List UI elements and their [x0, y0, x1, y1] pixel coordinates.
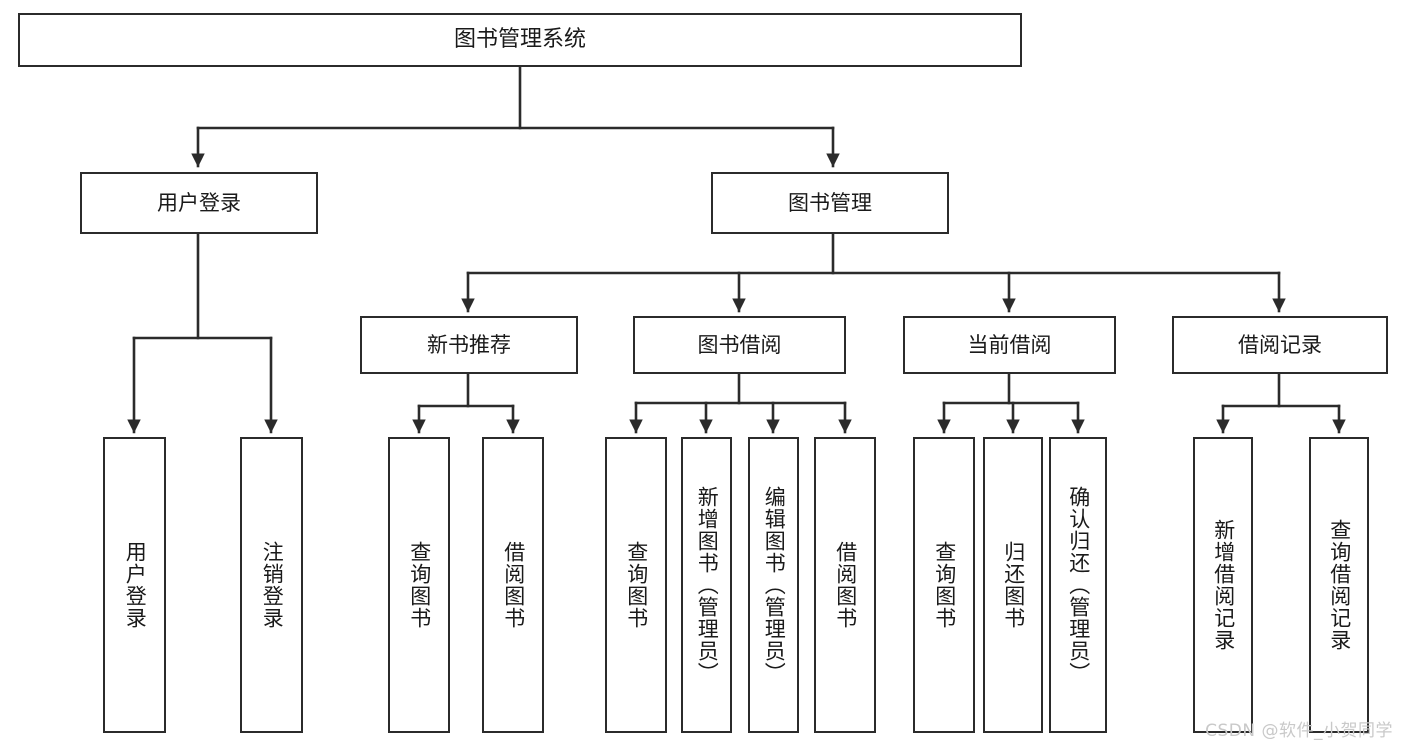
node-current-borrowing[interactable]: 当前借阅 [903, 316, 1116, 374]
node-label: 图书管理系统 [453, 27, 586, 53]
node-label: 借阅图书 [833, 541, 858, 629]
node-label: 新增借阅记录 [1211, 519, 1236, 651]
node-label: 确认归还（管理员） [1066, 486, 1091, 684]
node-book-management[interactable]: 图书管理 [711, 172, 949, 234]
node-root-library-system[interactable]: 图书管理系统 [18, 13, 1022, 67]
node-label: 查询图书 [932, 541, 957, 629]
node-label: 借阅记录 [1238, 332, 1322, 357]
node-book-borrowing[interactable]: 图书借阅 [633, 316, 846, 374]
csdn-watermark: CSDN @软件_小贺同学 [1205, 721, 1393, 741]
node-label: 借阅图书 [501, 541, 526, 629]
leaf-logout[interactable]: 注销登录 [240, 437, 303, 733]
node-label: 注销登录 [260, 541, 285, 629]
node-label: 查询借阅记录 [1327, 519, 1352, 651]
node-label: 当前借阅 [967, 332, 1052, 357]
node-new-book-recommendation[interactable]: 新书推荐 [360, 316, 578, 374]
node-borrowing-records[interactable]: 借阅记录 [1172, 316, 1388, 374]
node-label: 新增图书（管理员） [695, 486, 720, 684]
node-label: 用户登录 [157, 190, 241, 215]
leaf-borrow-add-book-admin[interactable]: 新增图书（管理员） [681, 437, 732, 733]
leaf-newbook-borrow-book[interactable]: 借阅图书 [482, 437, 544, 733]
leaf-current-confirm-return-admin[interactable]: 确认归还（管理员） [1049, 437, 1107, 733]
leaf-borrow-edit-book-admin[interactable]: 编辑图书（管理员） [748, 437, 799, 733]
leaf-user-login[interactable]: 用户登录 [103, 437, 166, 733]
node-user-login[interactable]: 用户登录 [80, 172, 318, 234]
node-label: 查询图书 [624, 541, 649, 629]
leaf-current-return-book[interactable]: 归还图书 [983, 437, 1043, 733]
node-label: 图书借阅 [697, 332, 782, 357]
node-label: 编辑图书（管理员） [762, 486, 787, 684]
leaf-current-query-book[interactable]: 查询图书 [913, 437, 975, 733]
leaf-newbook-query-book[interactable]: 查询图书 [388, 437, 450, 733]
node-label: 用户登录 [123, 541, 148, 629]
leaf-record-add-record[interactable]: 新增借阅记录 [1193, 437, 1253, 733]
leaf-borrow-borrow-book[interactable]: 借阅图书 [814, 437, 876, 733]
leaf-borrow-query-book[interactable]: 查询图书 [605, 437, 667, 733]
node-label: 图书管理 [788, 190, 872, 215]
node-label: 归还图书 [1001, 541, 1026, 629]
leaf-record-query-record[interactable]: 查询借阅记录 [1309, 437, 1369, 733]
node-label: 新书推荐 [427, 332, 511, 357]
node-label: 查询图书 [407, 541, 432, 629]
